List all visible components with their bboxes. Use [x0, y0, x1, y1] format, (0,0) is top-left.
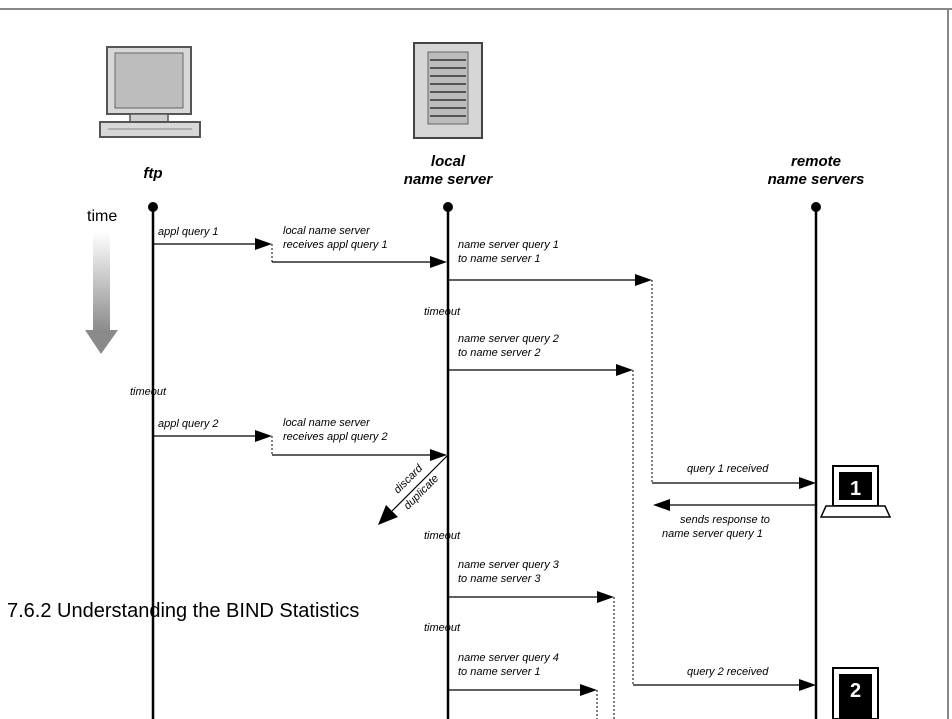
ns-query-1-line2: to name server 1 — [458, 253, 541, 265]
ns-query-2-line1: name server query 2 — [458, 333, 559, 345]
local-receives-1-line1: local name server — [283, 225, 371, 237]
ns-query-1-line1: name server query 1 — [458, 239, 559, 251]
timeout-1-label: timeout — [424, 306, 461, 318]
remote-server-2-laptop-icon: 2 — [832, 667, 879, 719]
local-receives-2-line2: receives appl query 2 — [283, 431, 388, 443]
ns-query-3-line2: to name server 3 — [458, 573, 541, 585]
ftp-column-label: ftp — [143, 165, 162, 182]
ns-query-4-line2: to name server 1 — [458, 666, 541, 678]
ns-query-1-arrow — [448, 274, 652, 286]
remote-server-1-laptop-icon: 1 — [819, 465, 892, 518]
local-column-label-line1: local — [431, 153, 466, 170]
sends-response-line2: name server query 1 — [662, 528, 763, 540]
ns-query-3-arrow — [448, 591, 614, 603]
appl-query-2-label: appl query 2 — [158, 418, 219, 430]
ns-query-2-arrow — [448, 364, 633, 376]
sends-response-line1: sends response to — [680, 514, 770, 526]
desktop-computer-icon — [99, 46, 201, 138]
query-2-received-arrow — [633, 679, 816, 691]
discard-duplicate-arrow — [378, 454, 449, 525]
ns-query-4-line1: name server query 4 — [458, 652, 559, 664]
local-receives-1-line2: receives appl query 1 — [283, 239, 388, 251]
query-1-received-arrow — [652, 477, 816, 489]
sends-response-arrow — [653, 499, 816, 511]
local-receives-2-arrow — [272, 449, 447, 461]
appl-query-1-arrow: appl query 1 — [153, 226, 272, 250]
server-tower-icon — [413, 42, 483, 139]
remote-column-label-line2: name servers — [768, 171, 865, 188]
timeout-3-label: timeout — [424, 622, 461, 634]
badge-1: 1 — [850, 478, 861, 500]
ns-query-3-line1: name server query 3 — [458, 559, 560, 571]
ftp-timeout-label: timeout — [130, 386, 167, 398]
time-label: time — [87, 208, 117, 225]
section-heading: 7.6.2 Understanding the BIND Statistics — [7, 600, 360, 622]
timeout-2-label: timeout — [424, 530, 461, 542]
badge-2: 2 — [850, 680, 861, 702]
query-1-received-label: query 1 received — [687, 463, 769, 475]
appl-query-2-arrow: appl query 2 — [153, 418, 272, 442]
local-column-label-line2: name server — [404, 171, 494, 188]
appl-query-1-label: appl query 1 — [158, 226, 219, 238]
ns-query-2-line2: to name server 2 — [458, 347, 541, 359]
ns-query-4-arrow — [448, 684, 597, 696]
query-2-received-label: query 2 received — [687, 666, 769, 678]
local-receives-1-arrow — [272, 256, 447, 268]
remote-column-label-line1: remote — [791, 153, 841, 170]
local-receives-2-line1: local name server — [283, 417, 371, 429]
time-arrow-icon — [85, 232, 118, 354]
